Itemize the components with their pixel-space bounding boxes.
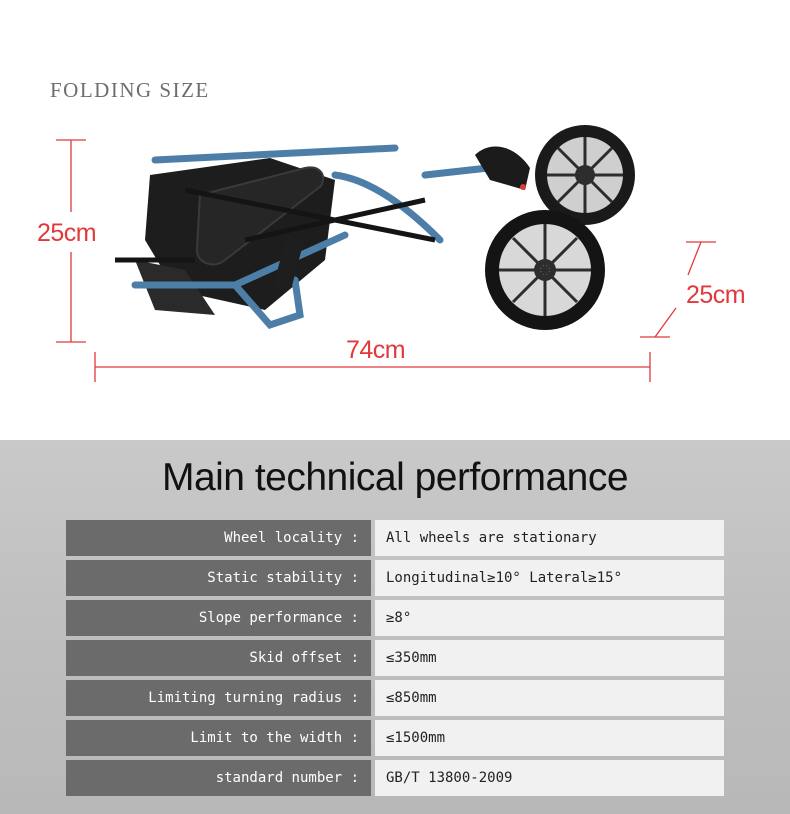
spec-row-slope-performance: Slope performance : ≥8° xyxy=(66,600,724,636)
cross-brace-1 xyxy=(184,187,436,243)
spec-value: ≥8° xyxy=(375,600,724,636)
height-label: 25cm xyxy=(37,219,97,247)
spec-row-static-stability: Static stability : Longitudinal≥10° Late… xyxy=(66,560,724,596)
spec-value: ≤350mm xyxy=(375,640,724,676)
spec-label: Slope performance : xyxy=(66,600,371,636)
lower-wheel xyxy=(485,210,605,330)
spec-row-wheel-locality: Wheel locality : All wheels are stationa… xyxy=(66,520,724,556)
handle-block xyxy=(475,146,530,190)
width-line-upper xyxy=(687,241,702,276)
handgrip xyxy=(274,234,304,291)
spec-row-width-limit: Limit to the width : ≤1500mm xyxy=(66,720,724,756)
spec-row-standard-number: standard number : GB/T 13800-2009 xyxy=(66,760,724,796)
spec-label: Static stability : xyxy=(66,560,371,596)
spec-value: Longitudinal≥10° Lateral≥15° xyxy=(375,560,724,596)
spec-row-turning-radius: Limiting turning radius : ≤850mm xyxy=(66,680,724,716)
folding-size-title: FOLDING SIZE xyxy=(50,78,210,102)
reflector xyxy=(520,184,526,190)
armrest-pad xyxy=(195,166,325,266)
spec-value: All wheels are stationary xyxy=(375,520,724,556)
section-title: Main technical performance xyxy=(161,456,629,499)
spec-label: standard number : xyxy=(66,760,371,796)
width-label: 25cm xyxy=(686,281,746,309)
upper-wheel xyxy=(535,125,635,225)
spec-row-skid-offset: Skid offset : ≤350mm xyxy=(66,640,724,676)
width-line-lower xyxy=(654,307,677,338)
spec-label: Wheel locality : xyxy=(66,520,371,556)
frame-top-bar xyxy=(151,144,399,164)
frame-base xyxy=(131,276,304,330)
technical-performance-section: Main technical performance Wheel localit… xyxy=(0,440,790,814)
spec-label: Skid offset : xyxy=(66,640,371,676)
folding-size-section: FOLDING SIZE 25cm 74cm 25cm xyxy=(37,78,746,382)
cross-brace-2 xyxy=(244,197,426,243)
spec-value: ≤850mm xyxy=(375,680,724,716)
spec-value: GB/T 13800-2009 xyxy=(375,760,724,796)
dimension-lines xyxy=(56,139,716,382)
spec-label: Limit to the width : xyxy=(66,720,371,756)
spec-label: Limiting turning radius : xyxy=(66,680,371,716)
length-label: 74cm xyxy=(340,336,412,365)
frame-curve xyxy=(331,171,444,244)
folded-wheelchair-image xyxy=(115,125,635,330)
spec-value: ≤1500mm xyxy=(375,720,724,756)
